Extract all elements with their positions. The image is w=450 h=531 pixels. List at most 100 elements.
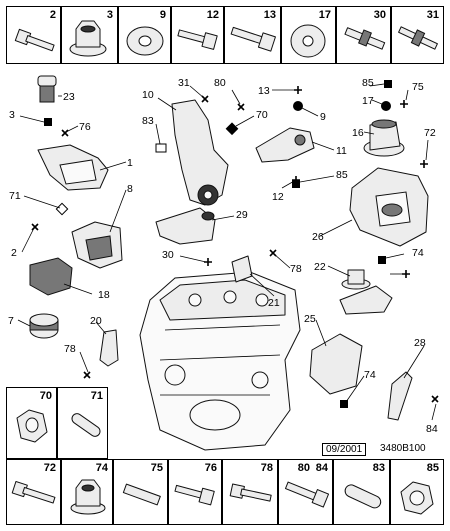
washer-icon (290, 24, 326, 58)
callout-76: 76 (79, 121, 91, 133)
part-cell-80-84[interactable]: 80 84 (278, 459, 333, 525)
stud-bolt-icon (122, 483, 161, 506)
callout-30: 30 (162, 249, 174, 261)
callout-85a: 85 (362, 77, 374, 89)
nut-icon (400, 481, 434, 515)
part-16-drawing (363, 119, 405, 157)
part-7-drawing (29, 313, 59, 339)
part-number: 2 (49, 9, 56, 21)
callout-21: 21 (268, 297, 280, 309)
part-number: 85 (426, 462, 439, 474)
dowel-pin-icon (71, 413, 101, 437)
bolt-icon (177, 29, 218, 50)
callout-17: 17 (362, 95, 374, 107)
part-number: 84 (315, 462, 328, 474)
part-26-drawing (349, 167, 429, 247)
part-cell-74[interactable]: 74 (61, 459, 113, 525)
part-25-drawing (309, 333, 363, 395)
callout-71: 71 (9, 190, 21, 202)
callout-31: 31 (178, 77, 190, 89)
part-cell-13[interactable]: 13 (224, 6, 281, 64)
callout-74b: 74 (364, 369, 376, 381)
bolt-icon (174, 484, 215, 506)
callout-labels: 23 3 76 1 71 8 2 18 7 20 78 31 80 10 83 … (8, 77, 438, 435)
callout-23: 23 (63, 91, 75, 103)
part-number: 3 (106, 9, 113, 21)
callout-8: 8 (127, 183, 133, 195)
part-cell-71[interactable]: 71 (57, 387, 108, 459)
callout-3: 3 (9, 109, 15, 121)
flanged-nut-icon (70, 479, 106, 515)
callout-7: 7 (8, 315, 14, 327)
callout-13: 13 (258, 85, 270, 97)
bolt-icon (284, 481, 330, 508)
callout-16: 16 (352, 127, 364, 139)
part-number: 17 (318, 9, 331, 21)
part-number: 75 (150, 462, 163, 474)
part-number: 12 (206, 9, 219, 21)
callout-1: 1 (127, 157, 133, 169)
bolt-icon (14, 28, 55, 52)
callout-10: 10 (142, 89, 154, 101)
callout-9: 9 (320, 111, 326, 123)
part-cell-30[interactable]: 30 (336, 6, 391, 64)
bolt-icon (230, 26, 276, 52)
callout-26: 26 (312, 231, 324, 243)
part-22-drawing (339, 269, 393, 315)
part-number: 78 (260, 462, 273, 474)
part-cell-31[interactable]: 31 (391, 6, 444, 64)
callout-72: 72 (424, 127, 436, 139)
washer-icon (126, 26, 164, 56)
callout-74a: 74 (412, 247, 424, 259)
part-number: 83 (372, 462, 385, 474)
part-10-drawing (171, 99, 229, 206)
fastener-markers (31, 80, 439, 408)
part-cell-3[interactable]: 3 (61, 6, 118, 64)
part-number: 72 (43, 462, 56, 474)
part-number: 9 (159, 9, 166, 21)
part-number: 13 (263, 9, 276, 21)
part-cell-70[interactable]: 70 (6, 387, 57, 459)
part-number: 31 (426, 9, 439, 21)
part-cell-75[interactable]: 75 (113, 459, 168, 525)
callout-70: 70 (256, 109, 268, 121)
part-29-drawing (155, 207, 216, 245)
part-20-drawing (99, 329, 119, 367)
part-1-drawing (37, 144, 109, 191)
dowel-pin-icon (344, 484, 382, 509)
part-cell-83[interactable]: 83 (333, 459, 390, 525)
callout-25: 25 (304, 313, 316, 325)
part-11-drawing (255, 127, 315, 163)
diagram-reference-code: 3480B100 (380, 443, 426, 454)
engine-block-drawing (139, 271, 301, 451)
part-cell-2[interactable]: 2 (6, 6, 61, 64)
part-8-drawing (71, 221, 123, 269)
callout-11: 11 (336, 145, 347, 157)
callout-85b: 85 (336, 169, 348, 181)
part-cell-12[interactable]: 12 (171, 6, 224, 64)
part-cell-72[interactable]: 72 (6, 459, 61, 525)
revision-date: 09/2001 (322, 443, 367, 456)
part-18-drawing (29, 257, 73, 296)
part-23-drawing (37, 75, 57, 103)
part-number: 71 (90, 390, 103, 402)
bolt-icon (229, 483, 272, 502)
callout-12: 12 (272, 191, 284, 203)
part-cell-85[interactable]: 85 (390, 459, 444, 525)
callout-2: 2 (11, 247, 17, 259)
leader-lines (17, 83, 437, 421)
bolt-icon (11, 480, 56, 504)
callout-20: 20 (90, 315, 102, 327)
callout-29: 29 (236, 209, 248, 221)
part-cell-9[interactable]: 9 (118, 6, 171, 64)
callout-78a: 78 (64, 343, 76, 355)
part-cell-78[interactable]: 78 (222, 459, 278, 525)
callout-78b: 78 (290, 263, 302, 275)
part-cell-76[interactable]: 76 (168, 459, 222, 525)
part-cell-17[interactable]: 17 (281, 6, 336, 64)
callout-18: 18 (98, 289, 110, 301)
nut-icon (16, 409, 48, 443)
stud-bolt-icon (344, 27, 386, 50)
part-28-drawing (387, 371, 413, 421)
